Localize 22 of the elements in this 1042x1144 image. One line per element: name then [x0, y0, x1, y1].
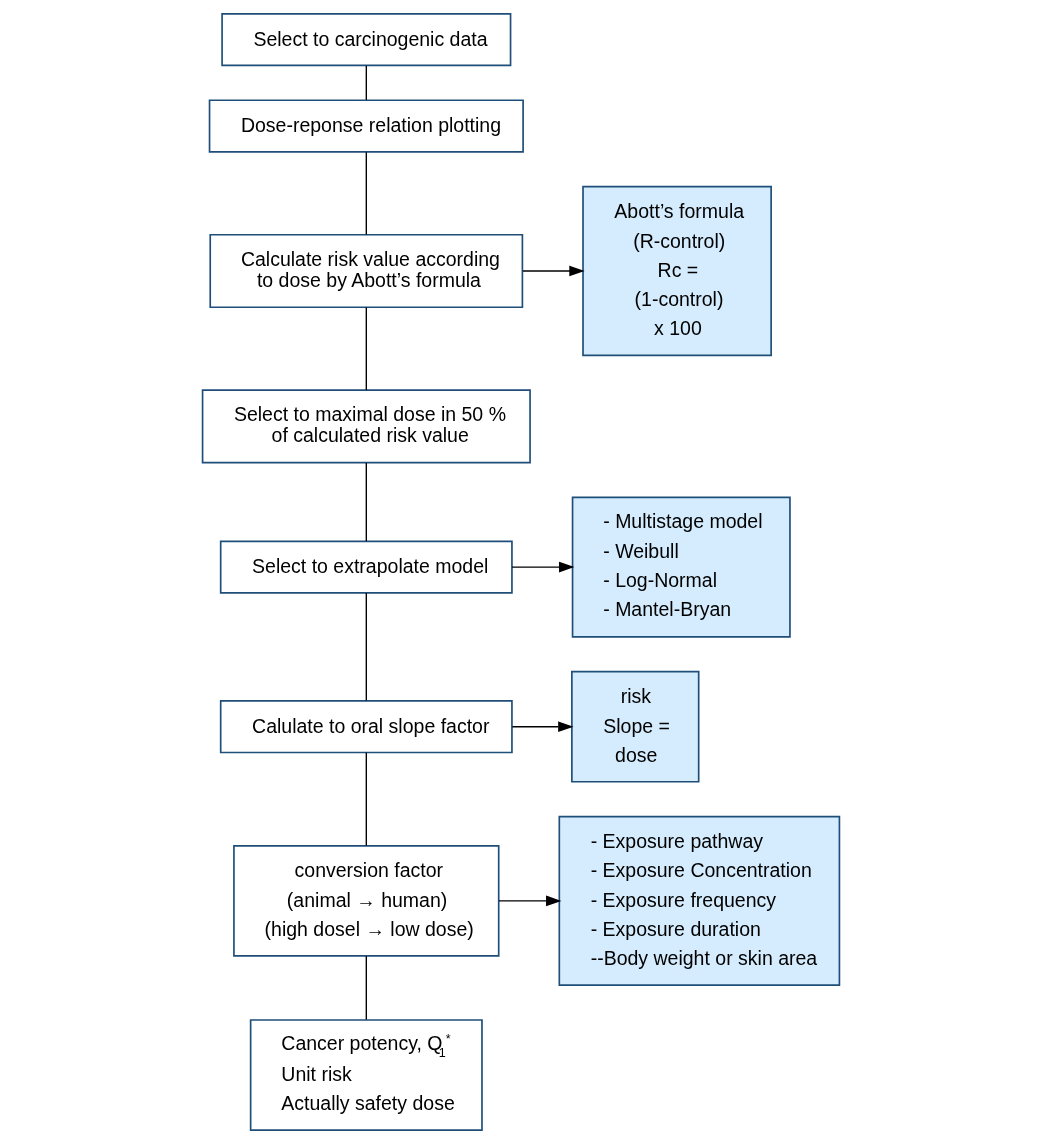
connector: [365, 65, 367, 101]
arrow: [522, 265, 585, 277]
arrow: [511, 721, 574, 733]
node-box: risk Slope = dose: [571, 670, 700, 783]
node-box: Abott’s formula (R-control) Rc = (1-control) x 100: [582, 185, 772, 357]
connector: [365, 751, 367, 847]
arrow: [498, 895, 562, 907]
connector: [365, 151, 367, 236]
node-box: Select to maximal dose in 50 % of calculated risk value: [201, 389, 531, 464]
node-box: Dose-reponse relation plotting: [208, 99, 524, 153]
node-box: conversion factor (animal → human) (high dosel → low dose): [233, 845, 500, 957]
connector: [365, 306, 367, 391]
node-box: Select to extrapolate model: [219, 540, 513, 594]
node-box: Calulate to oral slope factor: [219, 700, 513, 754]
node-box: - Exposure pathway - Exposure Concentration - Exposure frequency - Exposure duration --Body weight or skin area: [558, 815, 841, 987]
connector: [365, 592, 367, 702]
node-box: - Multistage model - Weibull - Log-Normal - Mantel-Bryan: [571, 496, 791, 638]
node-box: Select to carcinogenic data: [221, 13, 512, 67]
connector: [365, 462, 367, 542]
connector: [365, 955, 367, 1021]
arrow: [511, 561, 575, 573]
node-box: Calculate risk value according to dose by Abott’s formula: [209, 233, 524, 309]
